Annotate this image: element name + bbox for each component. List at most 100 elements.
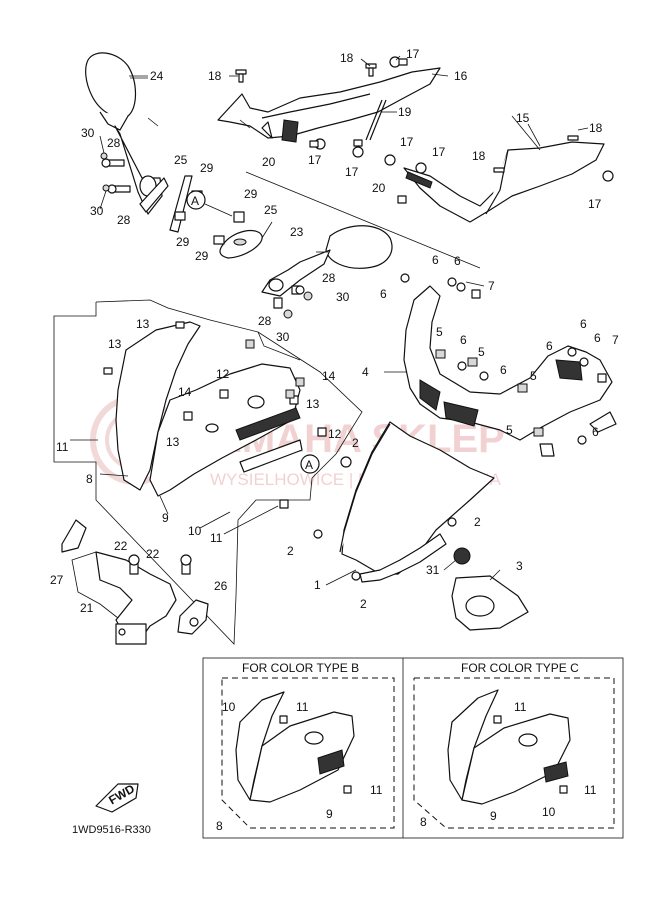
callout-16: 16 (454, 69, 468, 83)
clips-7[interactable] (471, 289, 607, 383)
bolt-22-b[interactable] (180, 554, 192, 575)
screw-18-c[interactable] (493, 167, 505, 173)
emblem-31[interactable] (453, 547, 471, 565)
washer-30-right-a[interactable] (303, 291, 313, 301)
callout-27: 27 (50, 573, 64, 587)
callout-17-c: 17 (345, 165, 359, 179)
clip-19[interactable] (365, 99, 383, 141)
callout-29-c: 29 (244, 187, 258, 201)
damper-20-a[interactable] (261, 121, 273, 139)
side-cover-16[interactable] (217, 67, 441, 143)
callout-14-a: 14 (178, 385, 192, 399)
ref-marker-a-top: A (186, 190, 206, 210)
stay-21[interactable] (95, 551, 177, 645)
damper-20-b[interactable] (397, 195, 407, 204)
callout-2-c: 2 (287, 544, 294, 558)
callout-11-e: 11 (514, 700, 527, 714)
screw-17-e[interactable] (415, 162, 427, 174)
callout-9: 9 (162, 511, 169, 525)
nut-29-c[interactable] (233, 211, 245, 223)
cowl-type-c[interactable] (447, 689, 571, 805)
callout-10: 10 (188, 524, 202, 538)
callout-15: 15 (516, 111, 530, 125)
nut-29-b[interactable] (174, 211, 186, 221)
callout-17-a: 17 (406, 47, 420, 61)
callout-17-b: 17 (308, 153, 322, 167)
screw-18-d[interactable] (567, 135, 579, 141)
callout-30-b: 30 (90, 204, 104, 218)
callout-31: 31 (426, 563, 440, 577)
callout-7-a: 7 (488, 279, 495, 293)
callout-2-a: 2 (352, 436, 359, 450)
washer-30-right-b[interactable] (283, 309, 293, 319)
callout-17-f: 17 (588, 197, 602, 211)
callout-17-d: 17 (400, 135, 414, 149)
nut-29-d[interactable] (213, 235, 225, 245)
screw-17-a[interactable] (389, 56, 408, 68)
grommets-5[interactable] (435, 349, 544, 437)
windshield-1[interactable] (339, 421, 495, 575)
callout-28-c: 28 (322, 271, 336, 285)
callout-18-d: 18 (589, 121, 603, 135)
inner-panel-4[interactable] (403, 285, 617, 457)
callout-6-b: 6 (454, 254, 461, 268)
ref-marker-a-lower: A (300, 454, 320, 474)
callout-3: 3 (516, 559, 523, 573)
callout-2-d: 2 (360, 597, 367, 611)
bolt-22-a[interactable] (128, 554, 140, 575)
screw-17-d[interactable] (384, 154, 396, 166)
nuts-14[interactable] (245, 339, 305, 399)
washer-30-lower[interactable] (102, 184, 110, 192)
bolt-28-upper[interactable] (101, 158, 125, 168)
callout-11-b: 11 (210, 531, 223, 545)
screw-18-b[interactable] (365, 63, 377, 77)
callout-19: 19 (398, 105, 412, 119)
callout-13-a: 13 (136, 317, 150, 331)
callout-9-b: 9 (326, 807, 333, 821)
callout-12-b: 12 (328, 427, 342, 441)
callout-6-h: 6 (546, 339, 553, 353)
screw-17-f[interactable] (602, 170, 614, 182)
damper-26[interactable] (177, 599, 209, 635)
callout-22-b: 22 (146, 547, 160, 561)
screw-18-a[interactable] (235, 69, 247, 83)
callout-5-b: 5 (478, 345, 485, 359)
callout-6-a: 6 (432, 253, 439, 267)
callout-13-b: 13 (108, 337, 122, 351)
mirror-left[interactable] (85, 52, 169, 215)
callout-6-g: 6 (594, 331, 601, 345)
callout-26: 26 (214, 579, 228, 593)
bracket-1-lower[interactable] (359, 533, 447, 583)
callouts: 24 30 28 30 28 25 29 29 29 25 29 23 28 3… (50, 47, 619, 833)
bolt-28-right-a[interactable] (291, 285, 305, 295)
callout-20-a: 20 (262, 155, 276, 169)
callout-6-c: 6 (380, 287, 387, 301)
bolt-28-right-b[interactable] (273, 297, 283, 309)
screw-17-b[interactable] (309, 138, 326, 150)
side-cover-15[interactable] (403, 141, 605, 223)
callout-5-c: 5 (530, 369, 537, 383)
cowling-lower-3[interactable] (451, 575, 529, 631)
callout-5-d: 5 (506, 423, 513, 437)
callout-8-c: 8 (420, 815, 427, 829)
callout-13-d: 13 (306, 397, 320, 411)
front-cowl-9[interactable] (149, 363, 301, 497)
callout-28-d: 28 (258, 314, 272, 328)
callout-11-a: 11 (56, 440, 69, 454)
grommets-13[interactable] (103, 321, 299, 421)
callout-6-i: 6 (592, 425, 599, 439)
grommets-12[interactable] (219, 389, 327, 437)
callout-28-b: 28 (117, 213, 131, 227)
bolts-6[interactable] (400, 273, 589, 445)
callout-24: 24 (150, 69, 164, 83)
mirror-right[interactable] (261, 225, 393, 297)
bolt-28-lower[interactable] (107, 184, 131, 194)
dash-frame-c (413, 677, 615, 829)
bracket-27[interactable] (61, 519, 87, 553)
callout-7-b: 7 (612, 333, 619, 347)
washers-2[interactable] (313, 456, 457, 581)
washer-30-upper[interactable] (100, 152, 108, 160)
screw-17-c[interactable] (352, 139, 364, 158)
cowl-type-b[interactable] (235, 691, 355, 803)
callout-6-e: 6 (500, 363, 507, 377)
